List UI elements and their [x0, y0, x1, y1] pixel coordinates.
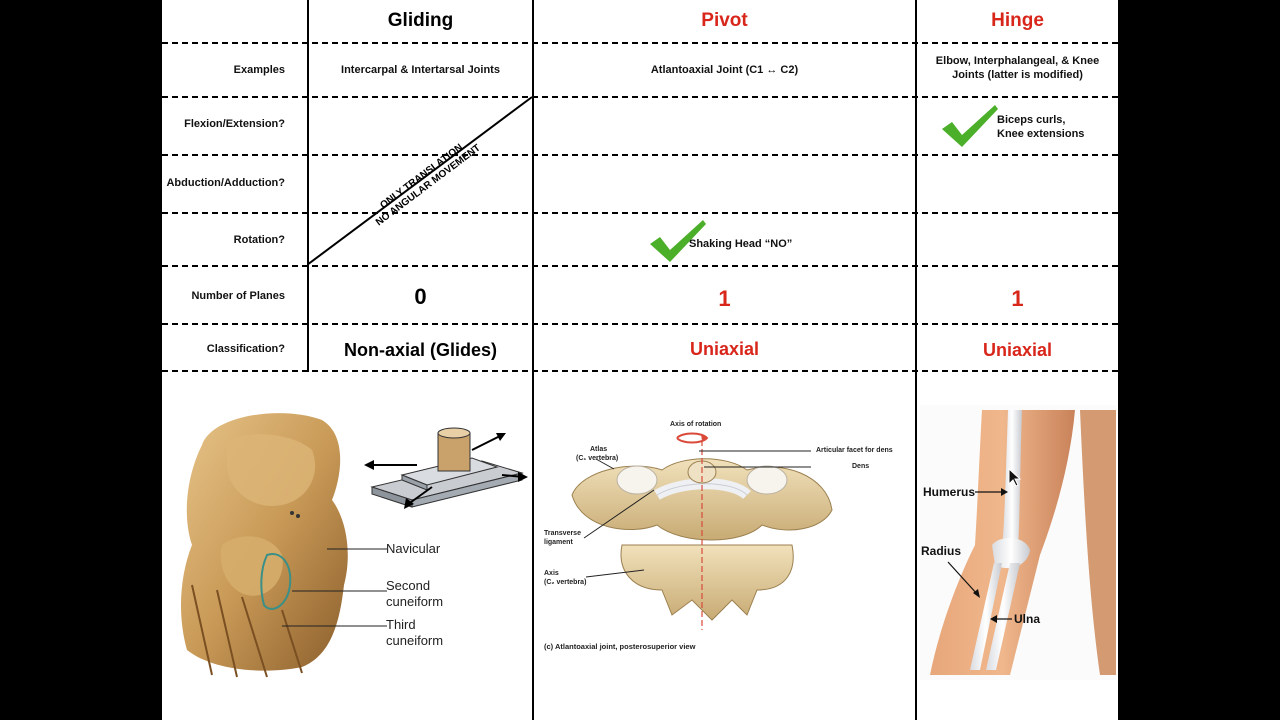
joint-comparison-table: Gliding Pivot Hinge Examples Flexion/Ext… — [162, 0, 1118, 720]
label-radius: Radius — [921, 544, 962, 558]
row-divider — [162, 323, 1118, 325]
header-gliding: Gliding — [387, 10, 454, 31]
classification-gliding: Non-axial (Glides) — [343, 340, 498, 360]
row-divider — [162, 42, 1118, 44]
arm-illustration — [920, 405, 1116, 680]
row-label-planes: Number of Planes — [191, 290, 285, 302]
planes-gliding: 0 — [414, 284, 427, 309]
label-atlas-2: (C₁ vertebra) — [576, 455, 619, 462]
example-hinge-line1: Elbow, Interphalangeal, & Knee — [935, 55, 1100, 67]
label-navicular: Navicular — [386, 541, 441, 556]
row-label-examples: Examples — [233, 64, 285, 76]
pivot-rotation-note: Shaking Head “NO” — [689, 238, 793, 250]
col-divider-1 — [307, 0, 309, 372]
planes-hinge: 1 — [1011, 286, 1024, 311]
foot-bones-illustration — [180, 413, 348, 678]
label-second-cuneiform-2: cuneiform — [386, 594, 444, 609]
planes-pivot: 1 — [718, 286, 731, 311]
row-divider — [162, 370, 1118, 372]
row-label-flexion: Flexion/Extension? — [184, 118, 285, 130]
row-label-abduction: Abduction/Adduction? — [166, 177, 285, 189]
rotation-arrow-icon — [676, 432, 709, 444]
mouse-cursor-icon — [1008, 468, 1022, 487]
row-divider — [162, 212, 1118, 214]
label-articular-facet: Articular facet for dens — [816, 447, 893, 454]
classification-hinge: Uniaxial — [982, 340, 1053, 360]
hinge-flexion-line2: Knee extensions — [997, 128, 1085, 140]
label-transverse-1: Transverse — [544, 530, 581, 537]
gliding-plates-icon — [364, 427, 528, 509]
row-divider — [162, 265, 1118, 267]
label-transverse-2: ligament — [544, 539, 573, 546]
label-axis-1: Axis — [544, 570, 559, 577]
label-humerus: Humerus — [923, 485, 976, 499]
label-third-cuneiform-2: cuneiform — [386, 633, 444, 648]
pivot-label-lines — [583, 450, 811, 578]
row-divider — [162, 96, 1118, 98]
arm-label-arrows — [947, 488, 1012, 623]
figure-caption: (c) Atlantoaxial joint, posterosuperior … — [544, 642, 696, 651]
classification-pivot: Uniaxial — [689, 339, 760, 359]
row-label-classification: Classification? — [206, 343, 285, 355]
atlantoaxial-illustration — [571, 440, 833, 630]
gliding-diagonal-line — [307, 96, 533, 266]
hinge-flexion-line1: Biceps curls, — [997, 114, 1066, 126]
check-icon — [650, 220, 706, 262]
example-pivot: Atlantoaxial Joint (C1 ↔ C2) — [650, 64, 799, 76]
header-hinge: Hinge — [991, 10, 1044, 31]
row-divider — [162, 154, 1118, 156]
label-ulna: Ulna — [1014, 612, 1041, 626]
row-label-rotation: Rotation? — [233, 234, 285, 246]
label-axis-of-rotation: Axis of rotation — [670, 421, 722, 428]
hinge-flexion-note: Biceps curls, Knee extensions — [997, 113, 1084, 141]
col-divider-3 — [915, 0, 917, 720]
label-third-cuneiform-1: Third — [386, 617, 416, 632]
label-second-cuneiform-1: Second — [386, 578, 431, 593]
col-divider-2 — [532, 0, 534, 720]
example-hinge-line2: Joints (latter is modified) — [952, 69, 1083, 81]
label-atlas-1: Atlas — [590, 446, 608, 453]
foot-label-lines — [282, 548, 387, 627]
label-axis-2: (C₂ vertebra) — [544, 579, 587, 586]
example-gliding: Intercarpal & Intertarsal Joints — [341, 64, 500, 76]
check-icon — [942, 105, 998, 147]
header-pivot: Pivot — [701, 10, 748, 31]
label-dens: Dens — [852, 463, 870, 470]
